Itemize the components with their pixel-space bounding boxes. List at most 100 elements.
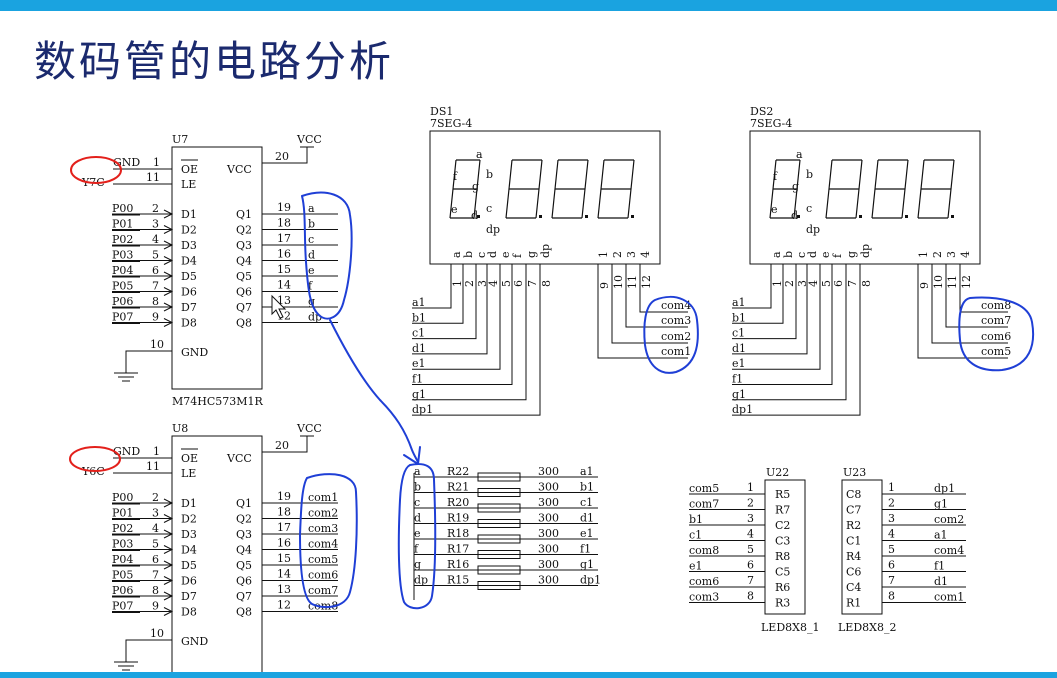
- com-pin-label: 4: [959, 251, 972, 258]
- d-pin-number: 6: [152, 264, 159, 277]
- seg-pin-label: e: [819, 251, 832, 258]
- dp-dot: [631, 215, 634, 218]
- d-pin-number: 2: [152, 491, 159, 504]
- matrix-pin-label: R1: [846, 597, 861, 610]
- q-pin-number: 14: [277, 279, 291, 292]
- matrix-body: [841, 479, 883, 615]
- d-net-label: P00: [112, 202, 133, 215]
- seg-wire: [412, 264, 513, 385]
- seg-pin-label: b: [782, 251, 795, 258]
- seg-net-label: e1: [732, 357, 746, 370]
- q-pin-number: 16: [277, 537, 291, 550]
- resistor-body: [477, 581, 521, 590]
- seg-letter: f: [453, 170, 458, 183]
- seg-pin-number: 7: [846, 280, 859, 287]
- seg-letter: b: [806, 168, 813, 181]
- seg-pin-label: f: [511, 253, 524, 258]
- d-input-arrow: [163, 529, 174, 539]
- d-input-arrow: [163, 514, 174, 523]
- q-pin-label: Q4: [236, 255, 252, 268]
- com-pin-number: 12: [640, 275, 653, 289]
- com-wire: [945, 264, 1008, 328]
- segment-stroke: [901, 188, 906, 219]
- resistor-right-net: a1: [580, 465, 594, 478]
- seg-letter: e: [451, 203, 458, 216]
- segment-stroke: [796, 159, 801, 190]
- matrix-net: b1: [689, 513, 703, 526]
- gnd-wire: [125, 639, 172, 652]
- d-net-label: P01: [112, 218, 133, 231]
- q-pin-label: Q2: [236, 513, 252, 526]
- matrix-pin-label: R2: [846, 519, 861, 532]
- matrix-net: f1: [934, 560, 945, 573]
- oe-pin-label: OE: [181, 163, 198, 176]
- seg-pin-label: c: [795, 252, 808, 258]
- seg-pin-label: e: [499, 251, 512, 258]
- top-accent-bar: [0, 0, 1057, 11]
- blue-arrow-shaft: [329, 319, 419, 463]
- segment-stroke: [452, 159, 457, 190]
- matrix-net: com2: [934, 513, 964, 526]
- matrix-pin-label: C2: [775, 519, 790, 532]
- q-net-label: com5: [308, 553, 338, 566]
- matrix-pin-label: R4: [846, 550, 861, 563]
- seg-pin-number: 8: [540, 280, 553, 287]
- seg-wire: [732, 264, 772, 309]
- q-pin-label: Q3: [236, 239, 252, 252]
- q-pin-label: Q1: [236, 208, 252, 221]
- com-net-label: com2: [661, 330, 691, 343]
- com-wire: [931, 264, 1008, 344]
- d-input-arrow: [163, 318, 174, 327]
- d-input-arrow: [163, 545, 174, 554]
- q-pin-label: Q2: [236, 224, 252, 237]
- segment-stroke: [950, 159, 955, 190]
- d-pin-label: D5: [181, 559, 197, 572]
- q-net-label: f: [308, 280, 313, 293]
- matrix-net: e1: [689, 560, 703, 573]
- d-input-arrow: [163, 225, 174, 234]
- resistor-right-net: f1: [580, 543, 591, 556]
- resistor-left-net: f: [414, 543, 419, 556]
- seg-wire: [412, 264, 541, 416]
- seg-net-label: f1: [412, 373, 423, 386]
- seg-letter: f: [773, 170, 778, 183]
- d-pin-label: D2: [181, 513, 197, 526]
- vcc-label: VCC: [296, 422, 322, 435]
- com-pin-label: 3: [625, 251, 638, 258]
- matrix-pin-label: C6: [846, 566, 861, 579]
- d-input-arrow: [163, 287, 174, 296]
- d-pin-label: D1: [181, 497, 197, 510]
- q-pin-label: Q7: [236, 301, 252, 314]
- resistor-right-net: b1: [580, 481, 594, 494]
- q-pin-label: Q8: [236, 317, 252, 330]
- com-pin-label: 4: [639, 251, 652, 258]
- seg-pin-label: g: [845, 251, 858, 258]
- matrix-pin-label: C3: [775, 535, 790, 548]
- seg-net-label: c1: [412, 327, 425, 340]
- dp-dot: [905, 215, 908, 218]
- seg-pin-number: 1: [771, 280, 784, 287]
- vcc-wire: [262, 147, 308, 164]
- resistor-left-net: b: [414, 481, 421, 494]
- com-pin-label: 3: [945, 251, 958, 258]
- resistor-value: 300: [538, 543, 559, 556]
- blue-loop-u8-outputs: [299, 473, 358, 609]
- d-pin-label: D2: [181, 224, 197, 237]
- resistor-value: 300: [538, 512, 559, 525]
- resistor-body: [477, 550, 521, 559]
- seg-pin-number: 4: [487, 280, 500, 287]
- le-pin-number: 11: [146, 460, 160, 473]
- q-pin-label: Q7: [236, 590, 252, 603]
- com-pin-number: 11: [626, 275, 639, 289]
- dp-dot: [585, 215, 588, 218]
- resistor-ref: R17: [447, 543, 469, 556]
- q-pin-label: Q6: [236, 286, 252, 299]
- d-input-arrow: [163, 209, 174, 219]
- com-pin-number: 9: [598, 282, 611, 289]
- d-net-label: P04: [112, 553, 133, 566]
- resistor-body: [477, 519, 521, 528]
- d-net-label: P02: [112, 522, 133, 535]
- seg-letter: d: [471, 209, 478, 222]
- matrix-net: com1: [934, 591, 964, 604]
- seg-net-label: f1: [732, 373, 743, 386]
